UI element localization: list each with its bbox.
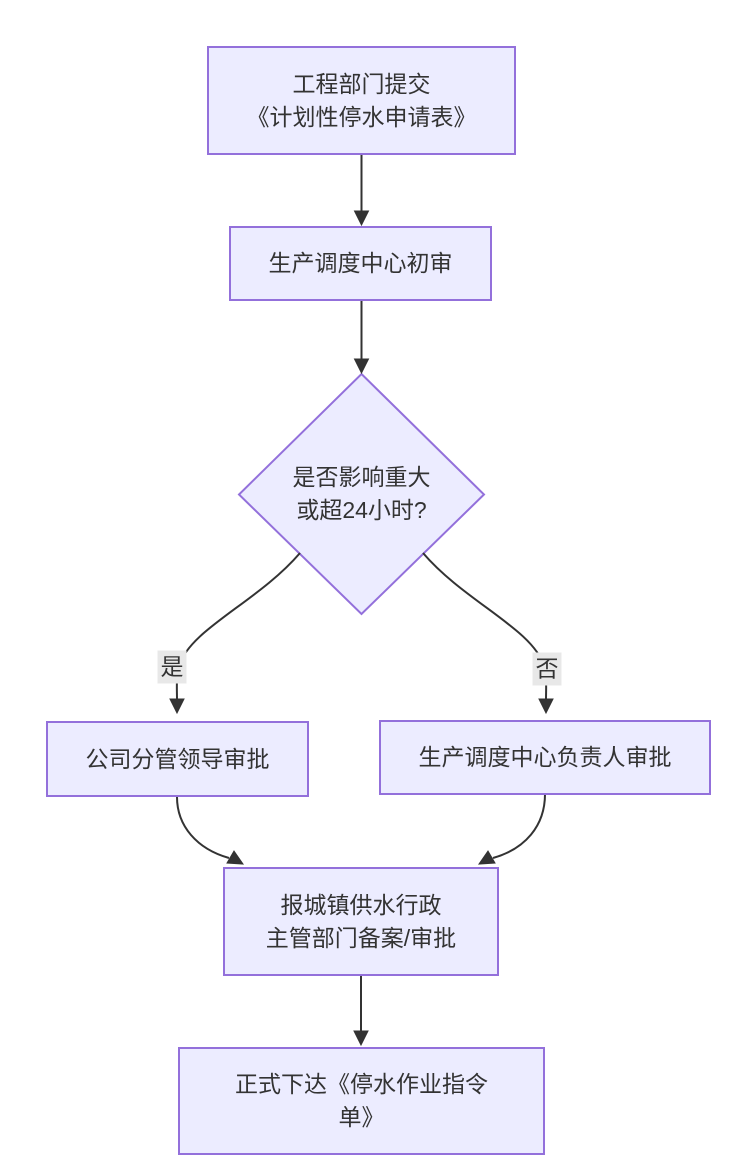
edge-yes <box>175 552 301 700</box>
node-label-line: 正式下达《停水作业指令 <box>235 1071 488 1097</box>
edge-no <box>422 552 548 700</box>
node-label-line: 生产调度中心初审 <box>268 250 453 276</box>
node-label-line: 《计划性停水申请表》 <box>246 103 477 130</box>
node-label-line: 主管部门备案/审批 <box>265 924 457 951</box>
node-label-line: 工程部门提交 <box>292 70 431 97</box>
edge-label-yes: 是 <box>157 650 187 684</box>
node-label-line: 公司分管领导审批 <box>85 745 270 772</box>
node-issue-order: 正式下达《停水作业指令 单》 <box>178 1047 545 1155</box>
arrowhead-issue-order <box>353 1030 369 1047</box>
node-initial-review: 生产调度中心初审 <box>229 226 492 301</box>
node-center-head-approval: 生产调度中心负责人审批 <box>379 720 711 795</box>
node-label-line: 报城镇供水行政 <box>280 891 442 918</box>
node-decision: 是否影响重大 或超24小时? <box>239 374 484 614</box>
edge-centerhead-to-filing <box>492 793 546 859</box>
edge-leader-to-filing <box>176 796 230 859</box>
arrowhead-filing-right <box>478 850 496 865</box>
arrowhead-center-head-approval <box>538 698 554 715</box>
node-label-line: 是否影响重大 <box>292 464 431 490</box>
arrowhead-filing-left <box>226 850 244 865</box>
node-filing-approval: 报城镇供水行政 主管部门备案/审批 <box>223 867 499 976</box>
node-label-line: 或超24小时? <box>296 497 427 523</box>
arrowhead-leader-approval <box>169 698 185 715</box>
arrowhead-decision <box>353 358 370 375</box>
edge-label-no: 否 <box>532 652 562 686</box>
node-label-line: 生产调度中心负责人审批 <box>418 744 672 770</box>
node-label-line: 单》 <box>338 1104 385 1130</box>
node-leader-approval: 公司分管领导审批 <box>46 721 309 797</box>
node-submit-application: 工程部门提交 《计划性停水申请表》 <box>207 46 516 155</box>
arrowhead-review <box>353 210 370 227</box>
